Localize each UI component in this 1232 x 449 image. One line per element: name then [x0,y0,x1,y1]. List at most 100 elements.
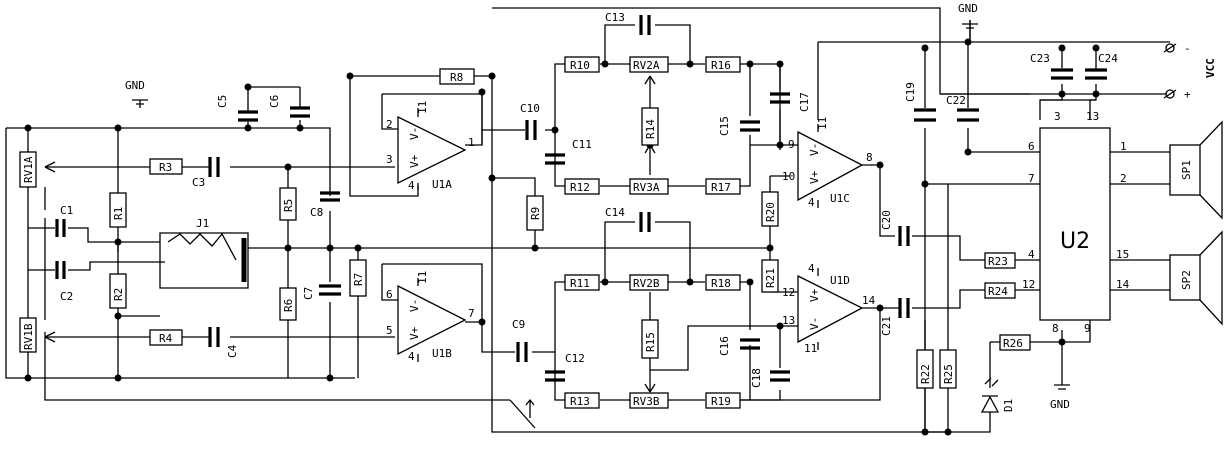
pin-u2-4: 4 [1028,248,1035,261]
label-c24: C24 [1098,52,1118,65]
pin-u1d-11: 11 [804,342,817,355]
opamp-u1c [797,130,864,202]
resistor-r1 [109,192,127,228]
opamp-u1b [397,284,467,356]
opamp-u1a [397,115,467,185]
resistor-r25 [939,349,957,389]
label-c16: C16 [718,336,731,356]
label-r11: R11 [570,277,590,290]
pin-u1c-9: 9 [788,138,795,151]
label-u1b: U1B [432,347,452,360]
label-r16: R16 [711,59,731,72]
pin-u1b-5: 5 [386,324,393,337]
resistor-r17 [705,178,741,195]
pin-u1b-11: 11 [416,271,429,284]
label-u1c: U1C [830,192,850,205]
opamp-u1d [797,274,864,344]
resistor-r5 [279,187,297,221]
label-c15: C15 [718,116,731,136]
label-c12: C12 [565,352,585,365]
pin-u2-7: 7 [1028,172,1035,185]
resistor-r19 [705,392,741,409]
label-c18: C18 [750,368,763,388]
label-c4: C4 [226,344,239,358]
resistor-r24 [984,282,1016,299]
ground-symbols [132,20,1070,390]
resistor-r11 [564,274,600,291]
label-u1c-vplus: V+ [808,170,821,184]
label-u1d-vminus: V- [808,317,821,330]
label-r5: R5 [282,199,295,212]
resistor-r8 [439,68,475,85]
pin-u2-14: 14 [1116,278,1130,291]
speaker-sp2 [1169,254,1201,301]
diode-d1 [980,377,1000,413]
label-c14: C14 [605,206,625,219]
label-u1b-vminus: V- [408,299,421,312]
label-r26: R26 [1003,337,1023,350]
pin-u1b-4: 4 [408,350,415,363]
pin-u2-13: 13 [1086,110,1099,123]
pot-rv1a [19,151,37,188]
resistor-r20 [761,191,779,227]
jack-j1 [167,232,247,282]
label-r4: R4 [159,332,173,345]
label-plus: + [1184,88,1191,101]
pot-rv2a [629,56,669,73]
label-u1d: U1D [830,274,850,287]
pin-u1a-1: 1 [468,136,475,149]
pin-u1c-11: 11 [816,117,829,130]
pot-rv1b [19,317,37,353]
pin-u1a-11: 11 [416,101,429,114]
resistor-r12 [564,178,600,195]
resistors [19,56,1031,409]
text-labels: GND GND GND VCC - + RV1A RV1B C1 C2 C3 C… [22,2,1217,412]
label-u1a: U1A [432,178,452,191]
label-c9: C9 [512,318,525,331]
capacitors [55,15,1107,382]
resistor-r9 [526,195,544,231]
label-c21: C21 [880,316,893,336]
pin-u1d-13: 13 [782,314,795,327]
label-sp1: SP1 [1180,160,1193,180]
resistor-r10 [564,56,600,73]
label-gnd-left: GND [125,79,145,92]
resistor-r14 [641,107,659,146]
pin-u1d-14: 14 [862,294,876,307]
label-c23: C23 [1030,52,1050,65]
label-c22: C22 [946,94,966,107]
pin-u1d-4: 4 [808,262,815,275]
label-c13: C13 [605,11,625,24]
resistor-r21 [761,259,779,293]
label-c5: C5 [216,95,229,108]
resistor-r16 [705,56,741,73]
pin-u1a-4: 4 [408,179,415,192]
resistor-r15 [641,319,659,359]
label-c6: C6 [268,95,281,108]
label-r19: R19 [711,395,731,408]
pot-rv2b [629,274,669,291]
label-c7: C7 [302,287,315,300]
resistor-r23 [984,252,1016,269]
label-rv3a: RV3A [633,181,660,194]
label-c17: C17 [798,92,811,112]
op-amps [397,108,864,362]
label-c19: C19 [904,82,917,102]
ic-u2 [1039,127,1111,321]
label-rv1a: RV1A [22,156,35,183]
label-r3: R3 [159,161,172,174]
label-rv3b: RV3B [633,395,660,408]
label-c20: C20 [880,210,893,230]
pot-rv3b [629,392,669,409]
label-rv2a: RV2A [633,59,660,72]
label-u1a-vminus: V- [408,127,421,140]
label-r7: R7 [352,273,365,286]
label-u1c-vminus: V- [808,143,821,156]
pin-u2-9: 9 [1084,322,1091,335]
pin-u1c-4: 4 [808,196,815,209]
label-c1: C1 [60,204,73,217]
resistor-r4 [149,329,183,346]
label-u1d-vplus: V+ [808,288,821,302]
label-r17: R17 [711,181,731,194]
